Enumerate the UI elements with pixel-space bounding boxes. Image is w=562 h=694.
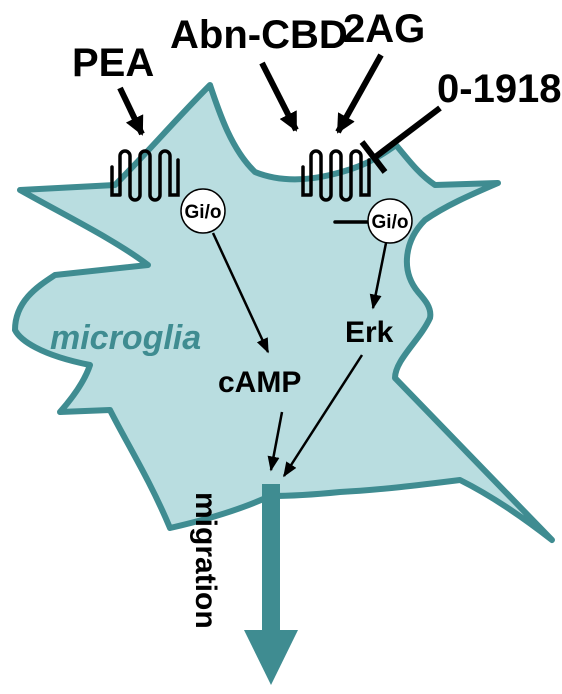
migration-label: migration — [189, 492, 222, 629]
abn-cbd-label: Abn-CBD — [170, 13, 348, 57]
gio-right-node — [367, 198, 413, 244]
abn-cbd-arrow — [259, 61, 299, 132]
migration-arrow-head — [244, 630, 298, 685]
migration-arrow-shaft — [262, 484, 280, 634]
gio-left-node — [180, 188, 226, 234]
camp-label: cAMP — [218, 366, 301, 399]
gio-to-camp-arrow — [211, 232, 270, 354]
microglia-label: microglia — [50, 319, 201, 357]
gio-left-label: Gi/o — [185, 202, 222, 223]
o1918-label: 0-1918 — [437, 67, 562, 111]
2ag-label: 2AG — [343, 7, 425, 51]
camp-to-migration-arrow — [267, 411, 284, 472]
gio-to-erk-arrow — [369, 242, 388, 310]
microglia-cell — [12, 82, 555, 543]
gio-right-label: Gi/o — [372, 212, 409, 233]
o1918-inhibition — [359, 105, 442, 174]
receptor-right-icon — [301, 149, 371, 224]
pea-arrow — [117, 86, 145, 136]
erk-label: Erk — [345, 316, 394, 349]
receptor-left-icon — [110, 149, 180, 202]
erk-to-migration-arrow — [282, 354, 364, 478]
2ag-arrow — [335, 53, 384, 134]
pea-label: PEA — [72, 41, 154, 85]
